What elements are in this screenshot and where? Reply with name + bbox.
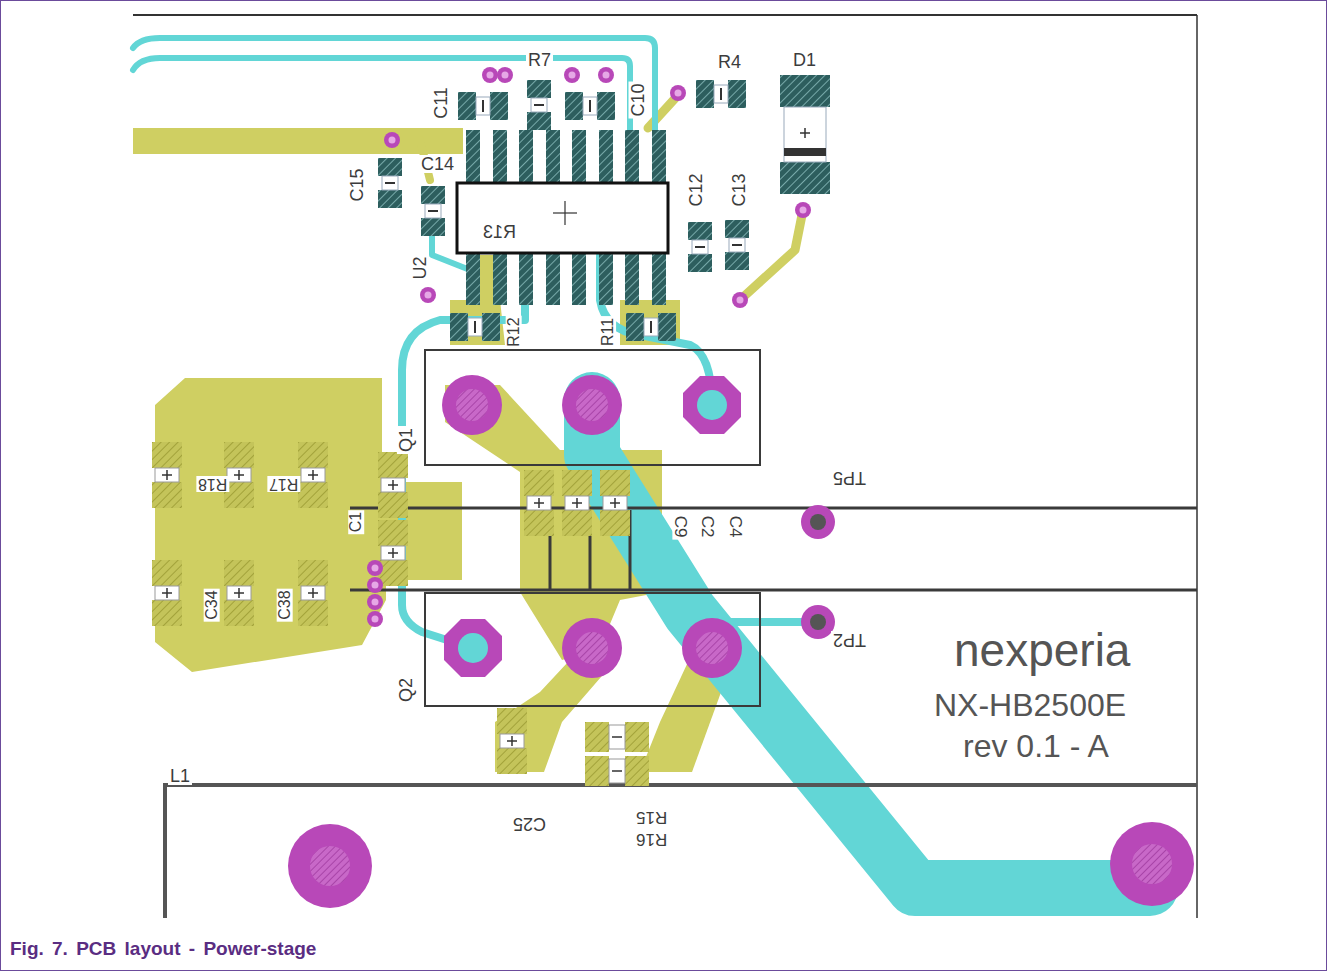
component-label: D1 xyxy=(791,51,818,69)
component-label: U2 xyxy=(411,254,429,281)
component-label: C1 xyxy=(348,510,364,534)
component-label: R12 xyxy=(506,315,522,348)
component-label: Q2 xyxy=(397,676,415,704)
component-label: C15 xyxy=(348,166,366,203)
component-label: TP2 xyxy=(831,631,868,649)
component-label: R13 xyxy=(481,223,518,241)
board-marking: nexperia xyxy=(952,627,1132,673)
component-label: R16 xyxy=(634,831,669,848)
component-label: R4 xyxy=(716,53,743,71)
component-label: C4 xyxy=(727,514,744,540)
board-marking: NX-HB2500E xyxy=(932,689,1128,721)
component-label: C10 xyxy=(629,81,647,118)
component-label: R18 xyxy=(196,476,229,492)
component-label: C14 xyxy=(419,155,456,173)
component-label: R17 xyxy=(267,476,300,492)
component-label: C13 xyxy=(730,171,748,208)
component-label: C34 xyxy=(204,588,220,621)
component-label: R15 xyxy=(634,809,669,826)
component-label: C25 xyxy=(511,815,548,833)
component-label: C2 xyxy=(699,514,716,540)
component-label: R7 xyxy=(526,51,553,69)
component-label: C9 xyxy=(672,514,689,540)
component-label: C38 xyxy=(277,588,293,621)
component-label: L1 xyxy=(168,767,192,785)
figure-caption: Fig. 7. PCB layout - Power-stage xyxy=(10,938,316,961)
component-label: TP5 xyxy=(831,469,868,487)
board-marking: rev 0.1 - A xyxy=(961,730,1111,762)
component-label: Q1 xyxy=(397,426,415,454)
component-label: C11 xyxy=(432,85,450,121)
component-label: C12 xyxy=(687,171,705,208)
component-label: R11 xyxy=(600,316,616,348)
